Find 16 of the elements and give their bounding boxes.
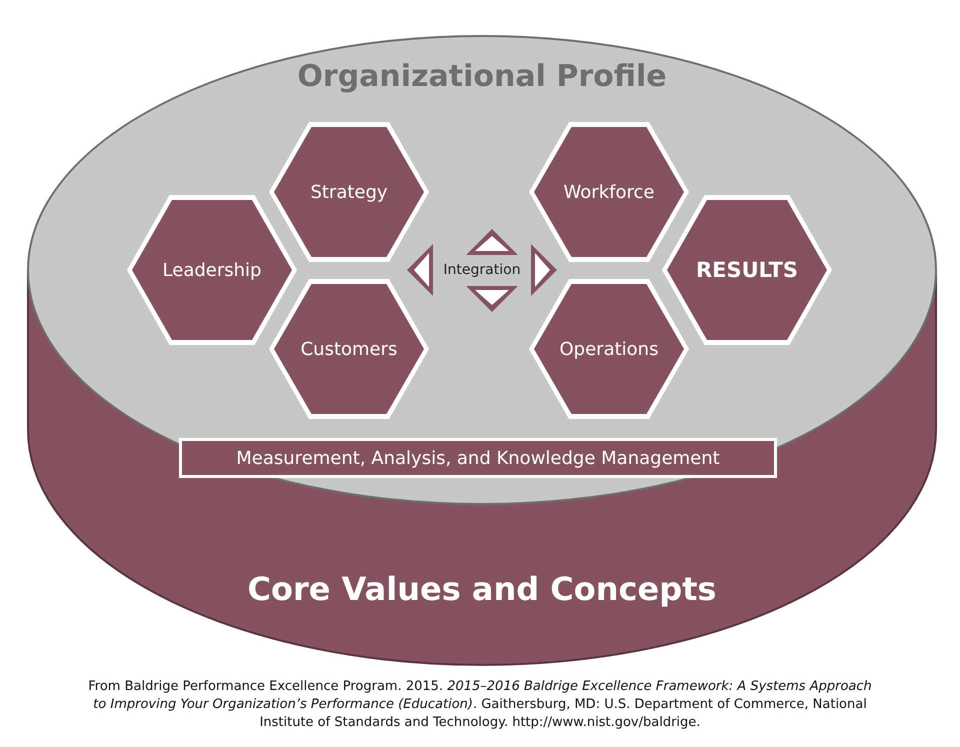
title-label: Organizational Profile: [296, 59, 668, 94]
hexagon-label: Strategy: [310, 182, 388, 202]
hexagon-label: Customers: [300, 338, 398, 360]
band-label: Core Values and Concepts: [240, 570, 724, 608]
hexagon-label: Leadership: [162, 260, 262, 280]
arrow: [529, 242, 559, 298]
hexagon-label: RESULTS: [696, 258, 798, 282]
integration-label: Integration: [435, 258, 529, 282]
banner-bar: [179, 438, 777, 478]
hexagon-label: Operations: [560, 338, 658, 360]
arrow: [464, 284, 520, 314]
banner-label: Measurement, Analysis, and Knowledge Management: [236, 448, 720, 468]
arrow: [405, 242, 435, 298]
arrow: [464, 227, 520, 257]
caption: From Baldrige Performance Excellence Program. 2015. 2015–2016 Baldrige Excellence Framework: A Systems Approach to Improving Your Organization’s Performance (Education). Gaithersburg, MD: U.S. Department of Commerce, National Institute of Standards and Technology. http://www.nist.gov/baldrige.: [87, 678, 873, 732]
hexagon-label: Workforce: [564, 182, 654, 202]
